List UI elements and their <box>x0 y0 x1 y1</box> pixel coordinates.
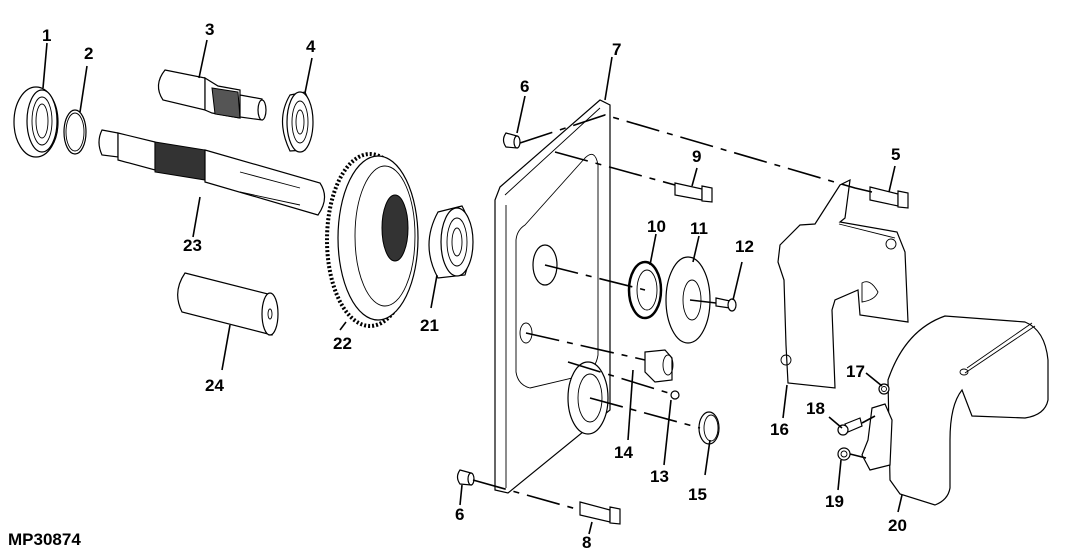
callout-2[interactable]: 2 <box>84 44 93 63</box>
callout-21[interactable]: 21 <box>420 316 439 335</box>
callout-10[interactable]: 10 <box>647 217 666 236</box>
part-7-housing-cover[interactable] <box>494 99 611 494</box>
part-11-retainer-plate[interactable] <box>665 256 711 344</box>
figure-id-label: MP30874 <box>8 530 81 549</box>
part-24-spacer[interactable] <box>177 272 279 336</box>
callout-12[interactable]: 12 <box>735 237 754 256</box>
part-22-gear[interactable] <box>325 152 419 328</box>
part-23-output-shaft[interactable] <box>98 129 326 216</box>
callout-19[interactable]: 19 <box>825 492 844 511</box>
callout-18[interactable]: 18 <box>806 399 825 418</box>
callout-3[interactable]: 3 <box>205 20 214 39</box>
part-8-cap-screw[interactable] <box>579 501 621 525</box>
leader-lines <box>42 39 903 535</box>
part-16-shield-bracket[interactable] <box>777 178 909 389</box>
callout-5[interactable]: 5 <box>891 145 900 164</box>
callout-24[interactable]: 24 <box>205 376 224 395</box>
callout-15[interactable]: 15 <box>688 485 707 504</box>
callout-23[interactable]: 23 <box>183 236 202 255</box>
part-1-ball-bearing[interactable] <box>13 86 59 158</box>
callout-8[interactable]: 8 <box>582 533 591 552</box>
shield-mount-tab <box>861 403 893 471</box>
callout-11[interactable]: 11 <box>690 219 708 238</box>
part-6-dowel-pin-upper[interactable] <box>502 132 521 149</box>
part-9-cap-screw[interactable] <box>674 182 713 203</box>
callout-6-lower[interactable]: 6 <box>455 505 464 524</box>
part-13-ball[interactable] <box>670 390 680 400</box>
callout-1[interactable]: 1 <box>42 26 51 45</box>
callout-22[interactable]: 22 <box>333 334 352 353</box>
callout-13[interactable]: 13 <box>650 467 669 486</box>
alignment-lines <box>472 114 876 511</box>
callout-4[interactable]: 4 <box>306 37 316 56</box>
part-12-screw[interactable] <box>715 297 737 312</box>
part-19-screw[interactable] <box>837 447 851 461</box>
part-14-plug[interactable] <box>644 349 674 383</box>
callout-14[interactable]: 14 <box>614 443 633 462</box>
part-15-o-ring[interactable] <box>698 411 720 445</box>
callout-16[interactable]: 16 <box>770 420 789 439</box>
part-17-nut[interactable] <box>878 383 890 395</box>
callout-17[interactable]: 17 <box>846 362 865 381</box>
callout-7[interactable]: 7 <box>612 40 621 59</box>
part-4-ball-bearing[interactable] <box>281 91 314 153</box>
part-20-shield[interactable] <box>887 315 1049 506</box>
part-6-dowel-pin-lower[interactable] <box>456 469 475 486</box>
callout-9[interactable]: 9 <box>692 147 701 166</box>
part-2-snap-ring[interactable] <box>63 109 87 155</box>
callout-6-upper[interactable]: 6 <box>520 77 529 96</box>
part-21-ball-bearing[interactable] <box>428 205 474 279</box>
part-3-pinion-shaft[interactable] <box>157 69 267 121</box>
part-18-screw[interactable] <box>837 417 863 436</box>
callout-20[interactable]: 20 <box>888 516 907 535</box>
